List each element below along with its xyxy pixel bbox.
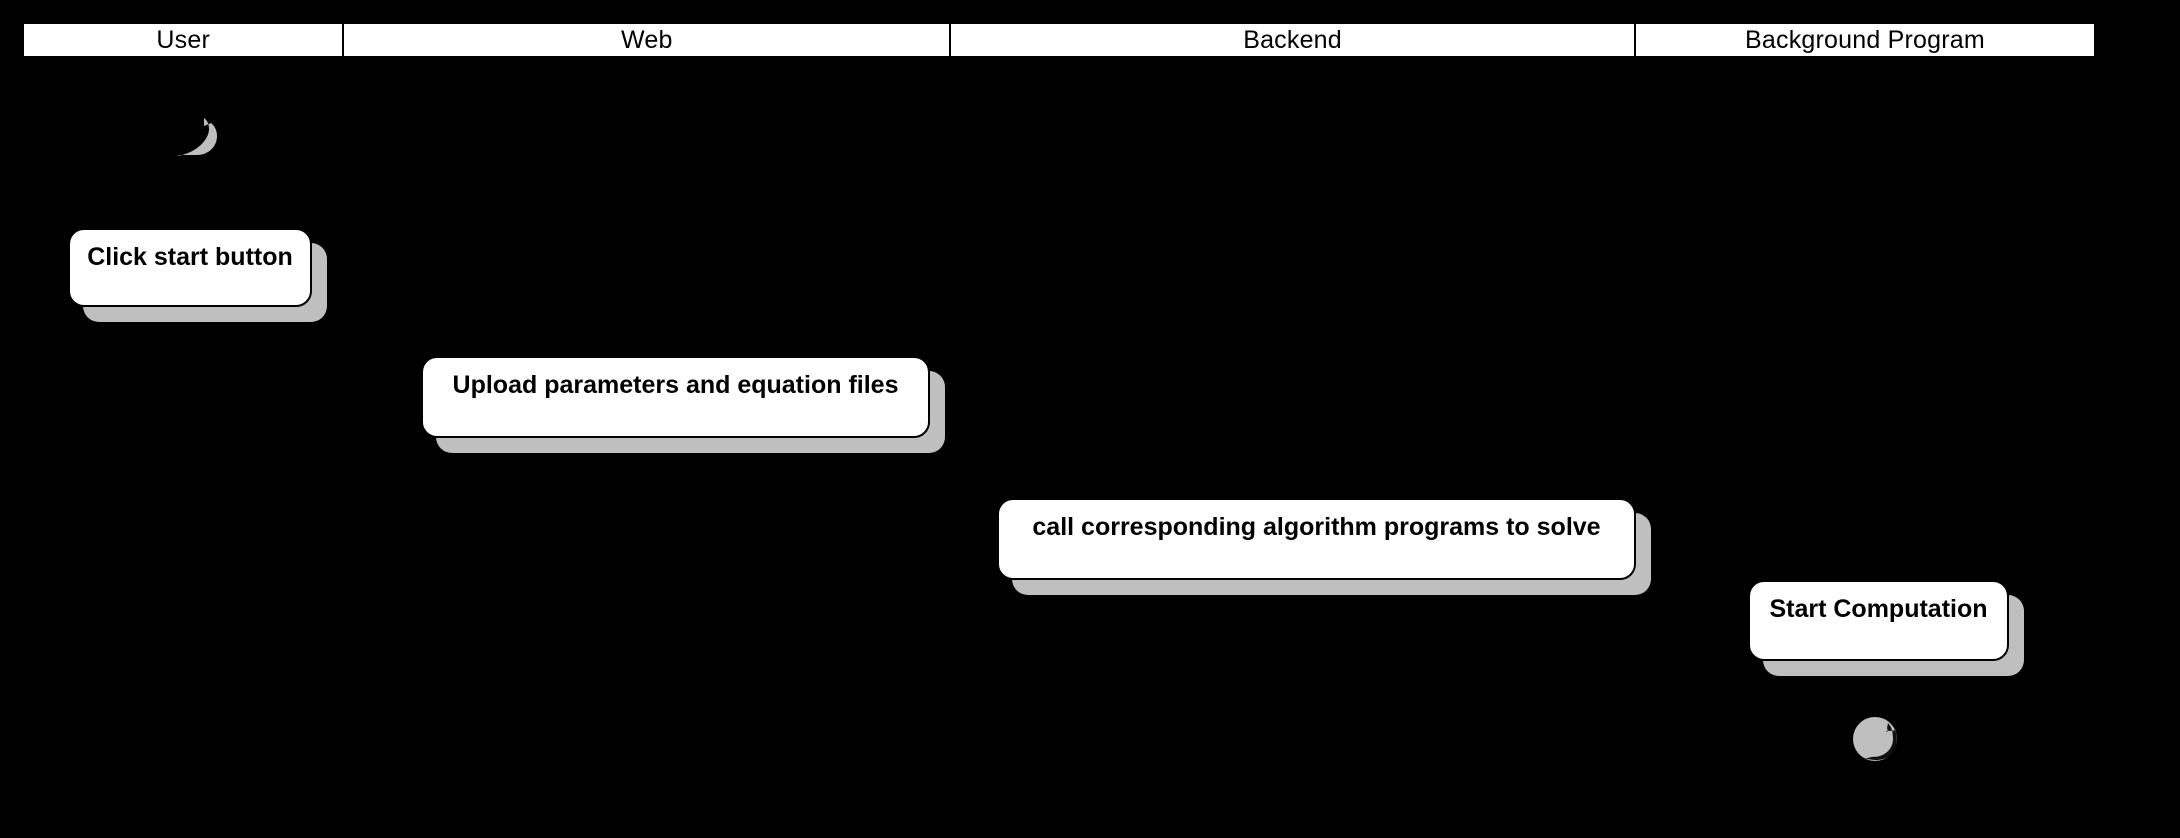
end-moon-icon: [1852, 716, 1898, 762]
node-lane-tick: [1870, 676, 1872, 691]
lane-header-background-program[interactable]: Background Program: [1633, 24, 2094, 56]
node-lane-tick: [1605, 595, 1607, 610]
activity-node-upload-parameters[interactable]: Upload parameters and equation files: [421, 356, 945, 468]
lane-label: Backend: [1243, 25, 1342, 54]
node-label: call corresponding algorithm programs to…: [1032, 513, 1601, 541]
node-box[interactable]: [68, 228, 312, 307]
node-label: Start Computation: [1769, 595, 1988, 623]
activity-node-click-start-button[interactable]: Click start button: [68, 228, 327, 337]
activity-node-start-computation[interactable]: Start Computation: [1748, 580, 2024, 691]
node-box[interactable]: [421, 356, 930, 438]
swimlane-header: User Web Backend Background Program: [22, 22, 2096, 58]
node-lane-tick: [847, 453, 849, 468]
lane-label: User: [156, 25, 210, 54]
activity-node-call-algorithm-programs[interactable]: call corresponding algorithm programs to…: [997, 498, 1651, 610]
lane-header-user[interactable]: User: [24, 24, 343, 56]
start-moon-icon: [176, 114, 218, 156]
lane-header-backend[interactable]: Backend: [949, 24, 1634, 56]
node-box[interactable]: [997, 498, 1636, 580]
lane-label: Web: [621, 25, 673, 54]
node-label: Click start button: [87, 243, 293, 271]
node-lane-tick: [181, 322, 183, 337]
node-box[interactable]: [1748, 580, 2009, 661]
node-label: Upload parameters and equation files: [452, 371, 899, 399]
lane-header-web[interactable]: Web: [342, 24, 950, 56]
lane-label: Background Program: [1745, 25, 1985, 54]
